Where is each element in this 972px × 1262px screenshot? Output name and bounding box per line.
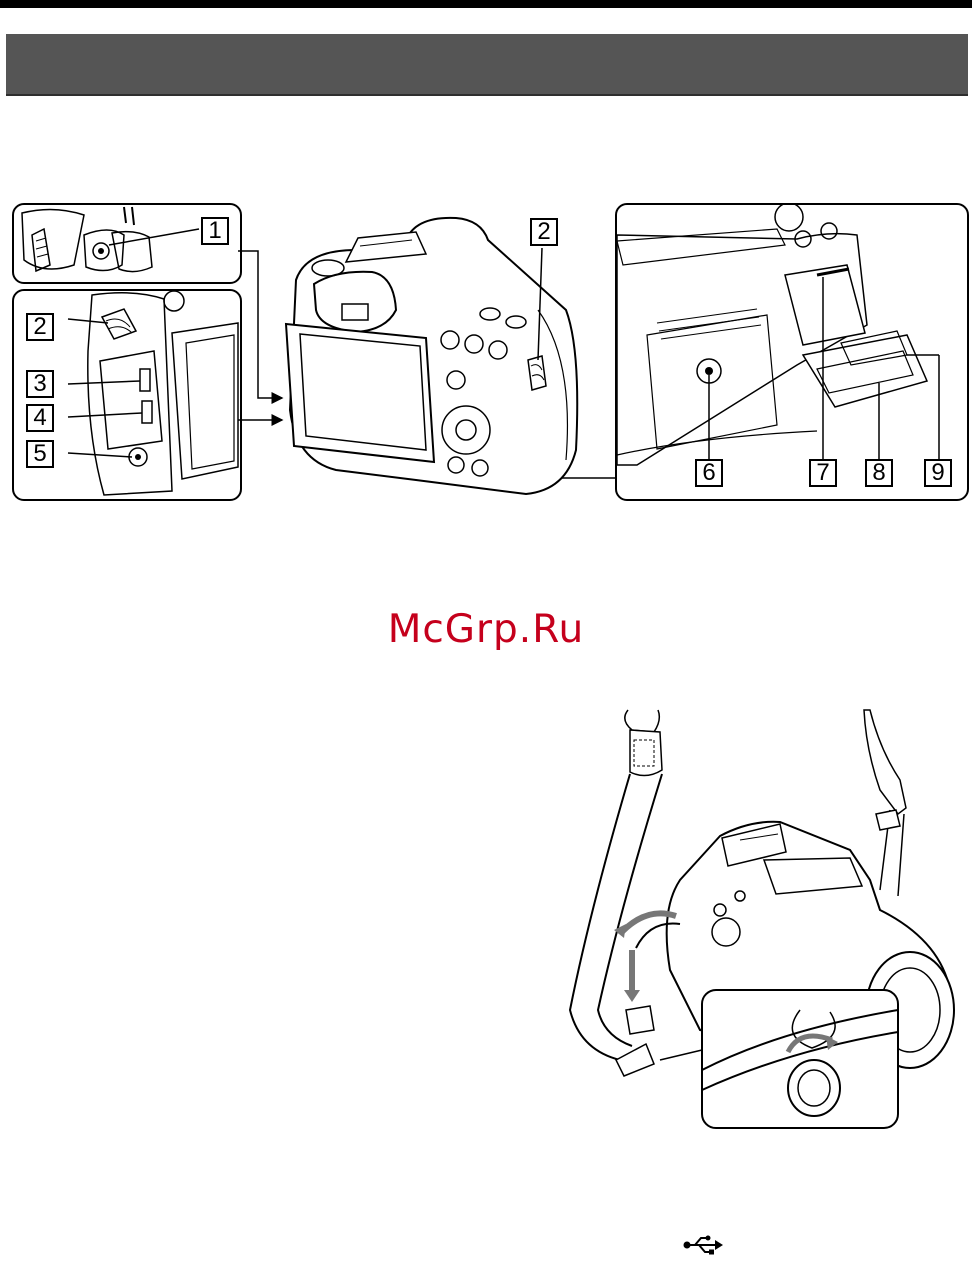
callout-8: 8 <box>865 459 893 487</box>
callout-7: 7 <box>809 459 837 487</box>
watermark-text: McGrp.Ru <box>0 607 972 652</box>
callout-6: 6 <box>695 459 723 487</box>
camera-rear-illustration <box>276 210 596 510</box>
callout-2-main: 2 <box>530 218 558 246</box>
inset-panel-battery-bottom: 6 7 8 9 <box>615 203 969 501</box>
usb-icon <box>683 1235 723 1255</box>
strap-attachment-illustration <box>550 710 970 1140</box>
camera-bottom-battery-illustration <box>617 205 967 499</box>
callout-9: 9 <box>924 459 952 487</box>
